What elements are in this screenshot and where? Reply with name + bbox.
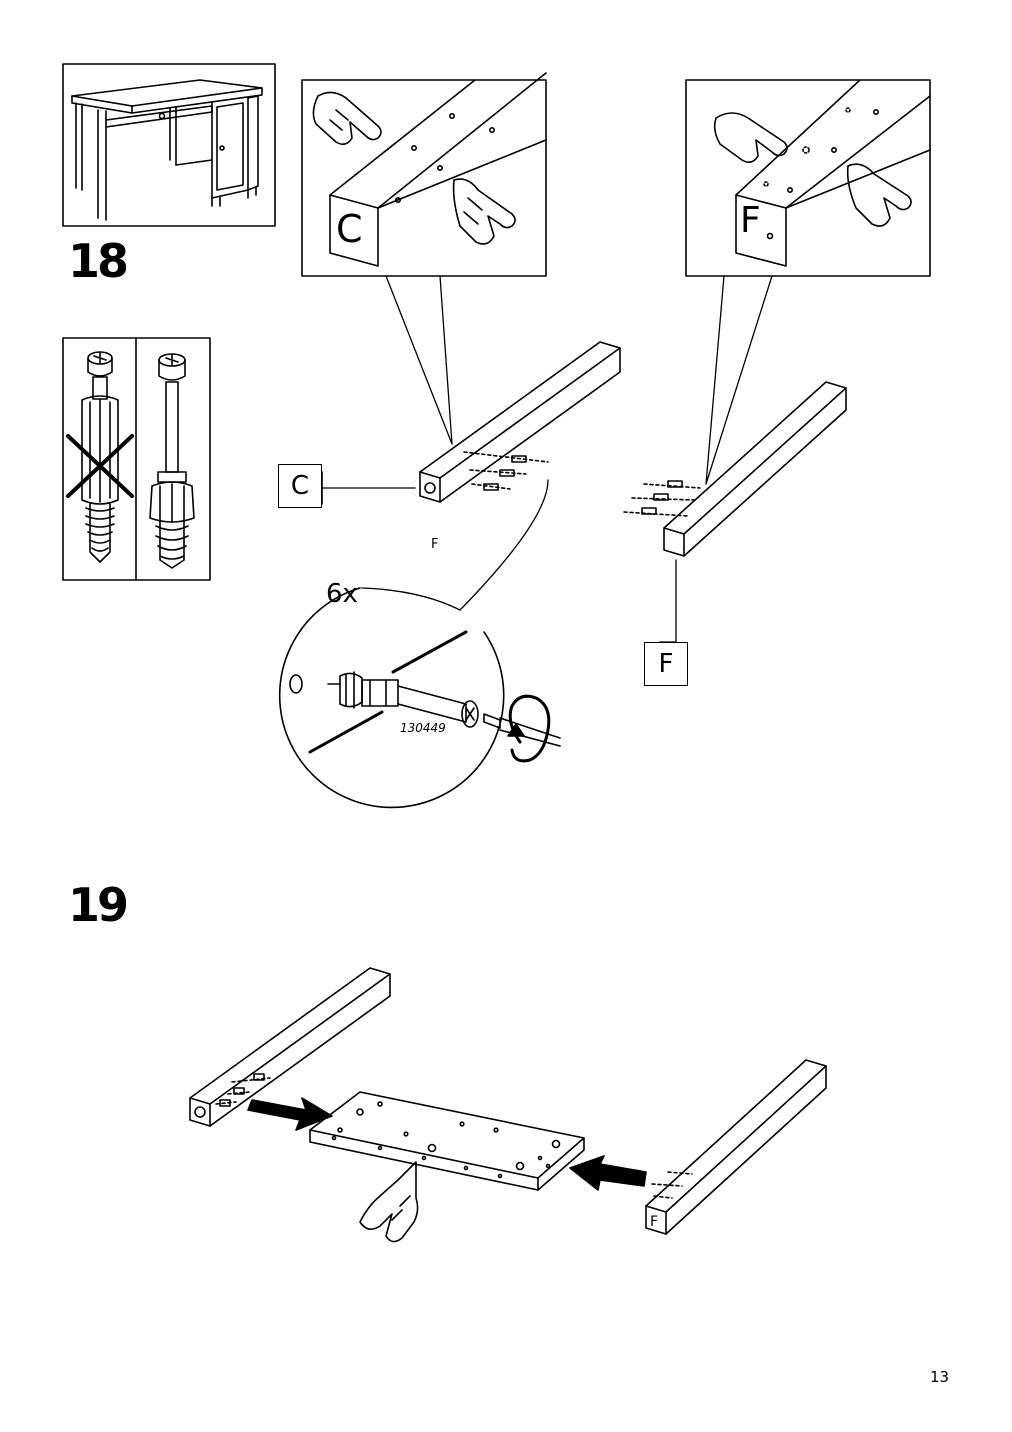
pointing-hand-icon — [312, 91, 382, 146]
pointing-hand-icon — [452, 178, 516, 245]
part-label-f: F — [644, 642, 688, 686]
beam-c-step19 — [189, 967, 391, 1127]
cam-bolt-comparison — [62, 337, 211, 581]
part-code: 130449 — [400, 721, 446, 735]
desk-thumbnail — [62, 63, 276, 227]
pointing-hand-icon — [359, 1161, 419, 1243]
detail-box-c — [301, 72, 547, 277]
step-number-19: 19 — [68, 878, 129, 932]
beam-f — [623, 381, 847, 557]
quantity-label: 6x — [326, 579, 358, 609]
svg-text:F: F — [431, 537, 438, 552]
step-number-18: 18 — [68, 234, 129, 288]
pointing-hand-icon — [713, 112, 788, 164]
cam-bolt-correct — [149, 353, 195, 569]
push-arrow-icon — [569, 1155, 647, 1191]
beam-f-step19 — [645, 1059, 827, 1235]
push-arrow-icon — [247, 1097, 333, 1131]
beam-c — [419, 341, 621, 503]
zoom-detail-circle — [278, 479, 549, 809]
rotate-arrow-icon — [507, 694, 551, 763]
cam-bolt-wrong — [66, 351, 134, 563]
center-panel — [309, 1091, 585, 1191]
page-number: 13 — [930, 1368, 950, 1386]
detail-letter-f: F — [740, 200, 761, 241]
pointing-hand-icon — [846, 163, 912, 227]
detail-box-f — [685, 79, 931, 277]
svg-text:F: F — [650, 1214, 658, 1230]
part-label-c: C — [278, 464, 322, 508]
detail-letter-c: C — [336, 207, 363, 251]
